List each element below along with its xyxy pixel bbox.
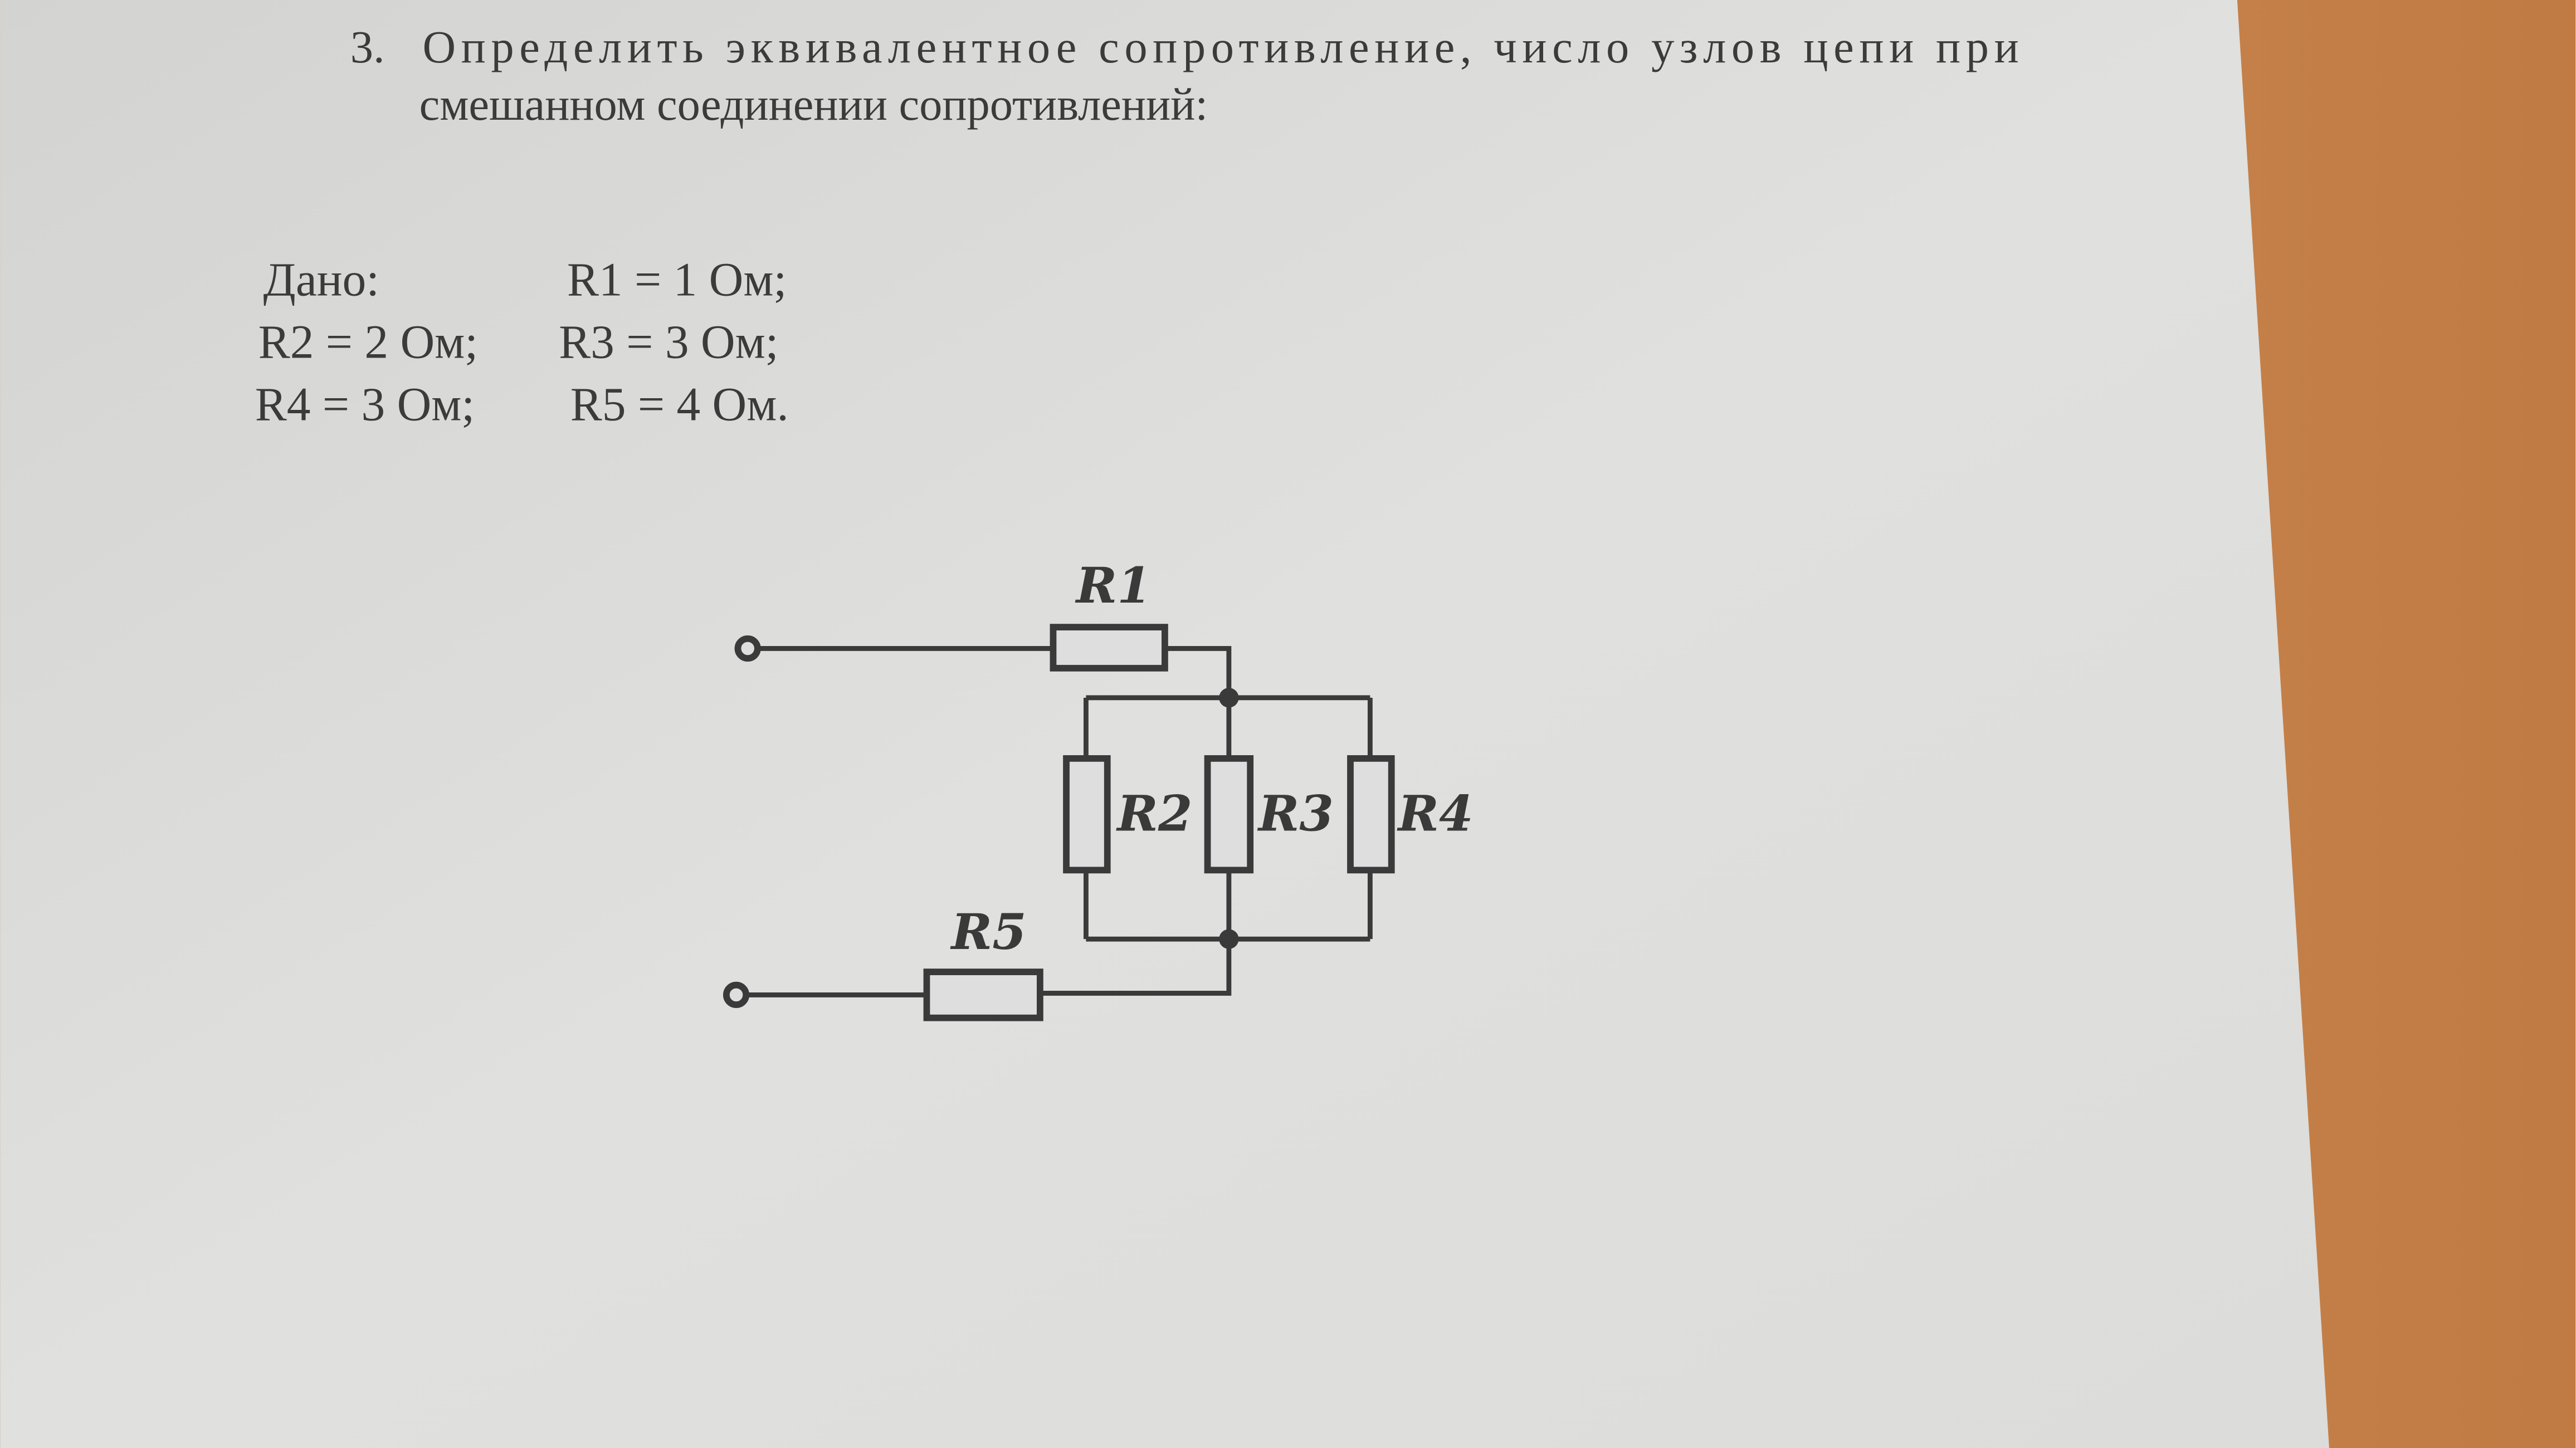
given-r5: R5 = 4 Ом. xyxy=(570,379,789,431)
resistor-r5 xyxy=(923,968,1043,1021)
node-bottom xyxy=(1219,929,1239,949)
label-r5: R5 xyxy=(950,903,1027,961)
task-number: 3. xyxy=(350,21,385,72)
resistor-r2 xyxy=(1063,755,1111,874)
label-r1: R1 xyxy=(1075,556,1152,614)
resistor-r4 xyxy=(1347,755,1395,874)
given-r3: R3 = 3 Ом; xyxy=(559,316,778,369)
label-r4: R4 xyxy=(1397,785,1474,843)
paper-sheet xyxy=(0,0,2329,1448)
terminal-bottom xyxy=(723,981,750,1008)
given-r4: R4 = 3 Ом; xyxy=(255,379,475,431)
task-line-1: Определить эквивалентное сопротивление, … xyxy=(422,21,2018,72)
node-top xyxy=(1219,688,1239,708)
resistor-r3 xyxy=(1204,755,1254,874)
task-line-2: смешанном соединении сопротивлений: xyxy=(419,79,1208,130)
resistor-r1 xyxy=(1050,624,1168,672)
circuit-diagram: R1 R2 R3 R4 R5 xyxy=(723,556,1474,1021)
given-r2: R2 = 2 Ом; xyxy=(258,316,478,369)
given-r1: R1 = 1 Ом; xyxy=(567,254,787,306)
given-label: Дано: xyxy=(264,254,379,306)
terminal-top xyxy=(734,635,761,662)
label-r2: R2 xyxy=(1115,785,1192,843)
label-r3: R3 xyxy=(1257,785,1334,843)
